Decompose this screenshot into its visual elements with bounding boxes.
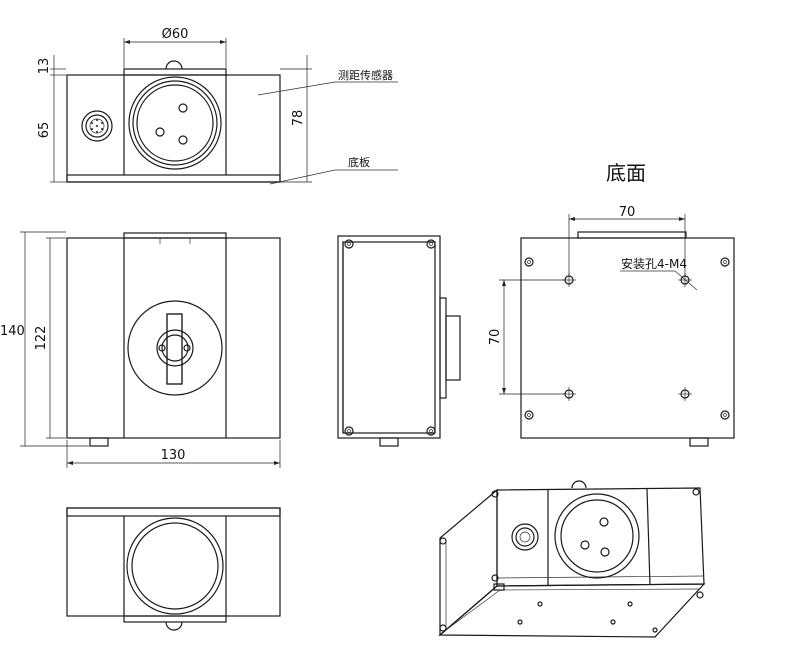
dim-inner-length: 122 bbox=[34, 326, 49, 351]
bottom-view-title: 底面 bbox=[606, 161, 646, 185]
dim-hole-spacing-x: 70 bbox=[619, 205, 636, 220]
isometric-view bbox=[438, 480, 706, 638]
dim-diameter: Ø60 bbox=[162, 27, 189, 42]
dim-body-height: 65 bbox=[37, 122, 52, 139]
dim-total-length: 140 bbox=[0, 324, 25, 339]
front-view: Ø60 13 65 78 测距传感器 底板 bbox=[37, 27, 398, 185]
mounting-hole bbox=[678, 387, 692, 401]
bottom-view: 底面 70 bbox=[488, 161, 735, 447]
label-base-plate: 底板 bbox=[348, 155, 370, 169]
side-view bbox=[337, 235, 461, 447]
dim-hole-spacing-y: 70 bbox=[488, 329, 503, 346]
connector-icon bbox=[81, 110, 113, 142]
label-mounting-holes: 安装孔4-M4 bbox=[621, 256, 687, 271]
top-view: 140 122 130 bbox=[0, 231, 281, 468]
dim-total-height: 78 bbox=[291, 110, 306, 127]
dim-width: 130 bbox=[161, 448, 186, 463]
rear-view bbox=[66, 507, 281, 631]
sensor-outer-circle bbox=[128, 76, 222, 170]
dim-top-offset: 13 bbox=[37, 58, 52, 75]
label-ranging-sensor: 测距传感器 bbox=[338, 69, 393, 82]
